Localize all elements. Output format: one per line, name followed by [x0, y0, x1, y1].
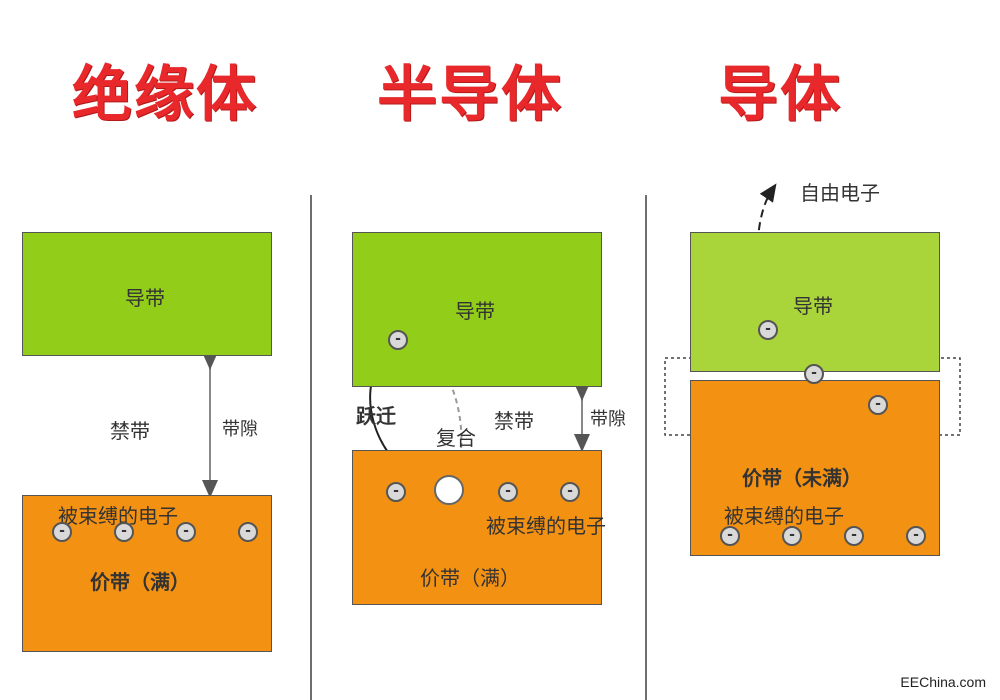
electron: - — [782, 526, 802, 546]
electron: - — [52, 522, 72, 542]
recombination-label: 复合 — [436, 426, 476, 450]
divider-right — [645, 195, 647, 700]
electron: - — [804, 364, 824, 384]
semiconductor-bound-electrons-label: 被束缚的电子 — [486, 514, 606, 538]
electron: - — [238, 522, 258, 542]
semiconductor-valence-band — [352, 450, 602, 605]
semiconductor-forbidden-label: 禁带 — [494, 409, 534, 433]
insulator-conduction-label: 导带 — [125, 286, 165, 310]
title-semiconductor: 半导体 — [377, 60, 563, 130]
electron: - — [868, 395, 888, 415]
electron: - — [560, 482, 580, 502]
semiconductor-conduction-band — [352, 232, 602, 387]
electron: - — [720, 526, 740, 546]
recombination-arrow — [404, 339, 469, 478]
watermark: EEChina.com — [900, 674, 986, 690]
semiconductor-conduction-label: 导带 — [455, 299, 495, 323]
electron: - — [498, 482, 518, 502]
electron: - — [758, 320, 778, 340]
electron: - — [388, 330, 408, 350]
divider-left — [310, 195, 312, 700]
title-conductor: 导体 — [718, 60, 842, 130]
conductor-conduction-label: 导带 — [793, 294, 833, 318]
insulator-valence-band — [22, 495, 272, 652]
electron: - — [114, 522, 134, 542]
insulator-valence-label: 价带（满） — [90, 570, 190, 594]
electron: - — [906, 526, 926, 546]
electron: - — [844, 526, 864, 546]
conductor-bound-electrons-label: 被束缚的电子 — [724, 504, 844, 528]
semiconductor-valence-label: 价带（满） — [420, 566, 520, 590]
free-electron-label: 自由电子 — [800, 181, 880, 205]
insulator-conduction-band — [22, 232, 272, 356]
hole — [434, 475, 464, 505]
semiconductor-band-gap-label: 带隙 — [590, 409, 626, 430]
electron: - — [386, 482, 406, 502]
conductor-valence-label: 价带（未满） — [742, 466, 862, 490]
insulator-forbidden-label: 禁带 — [110, 419, 150, 443]
title-insulator: 绝缘体 — [72, 60, 258, 130]
electron: - — [176, 522, 196, 542]
transition-label: 跃迁 — [356, 404, 396, 428]
insulator-band-gap-label: 带隙 — [222, 419, 258, 440]
